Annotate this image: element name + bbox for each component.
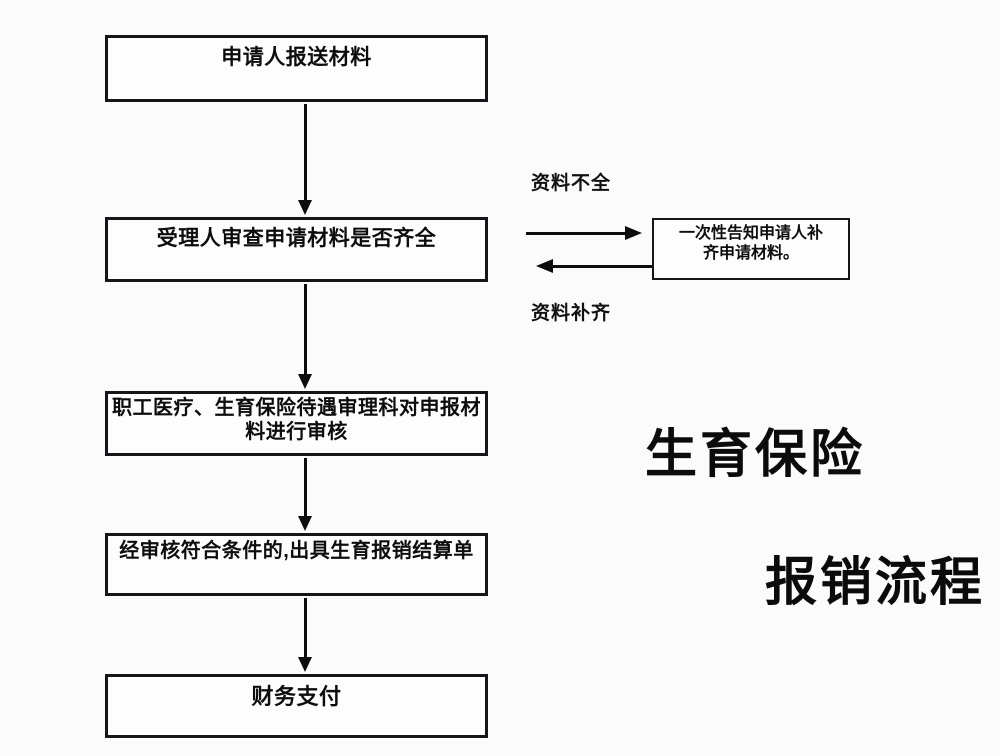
process-box-notify-label: 一次性告知申请人补 齐申请材料。: [678, 225, 823, 263]
arrow-down-icon-audit-to-settlement: [298, 458, 312, 531]
arrow-shaft: [551, 265, 652, 268]
process-box-settlement-label: 经审核符合条件的,出具生育报销结算单: [119, 540, 474, 562]
arrow-shaft: [304, 598, 307, 657]
arrow-head: [298, 374, 312, 389]
edge-label-supplemented: 资料补齐: [531, 303, 612, 324]
arrow-head: [625, 226, 642, 240]
process-box-settlement[interactable]: 经审核符合条件的,出具生育报销结算单: [105, 533, 488, 596]
arrow-right-icon-review-to-notify: [526, 226, 642, 240]
arrow-head: [298, 657, 312, 672]
arrow-shaft: [304, 458, 307, 516]
arrow-down-icon-submit-to-review: [298, 104, 312, 215]
process-box-notify[interactable]: 一次性告知申请人补 齐申请材料。: [652, 218, 850, 280]
arrow-shaft: [304, 284, 307, 374]
arrow-down-icon-review-to-audit: [298, 284, 312, 389]
process-box-payment-label: 财务支付: [251, 684, 342, 709]
arrow-shaft: [526, 232, 627, 235]
process-box-review-label: 受理人审查申请材料是否齐全: [156, 227, 437, 250]
arrow-down-icon-settlement-to-payment: [298, 598, 312, 672]
arrow-head: [536, 259, 553, 273]
process-box-submit[interactable]: 申请人报送材料: [105, 35, 488, 102]
page-title-line-2: 报销流程: [765, 554, 986, 612]
process-box-submit-label: 申请人报送材料: [221, 46, 372, 69]
arrow-head: [298, 200, 312, 215]
arrow-left-icon-notify-to-review: [536, 259, 652, 273]
process-box-payment[interactable]: 财务支付: [105, 674, 488, 738]
arrow-head: [298, 516, 312, 531]
page-title-line-1: 生育保险: [645, 426, 866, 484]
process-box-audit[interactable]: 职工医疗、生育保险待遇审理科对申报材 料进行审核: [105, 391, 488, 456]
process-box-review[interactable]: 受理人审查申请材料是否齐全: [105, 217, 488, 282]
edge-label-insufficient: 资料不全: [531, 173, 612, 194]
process-box-audit-label: 职工医疗、生育保险待遇审理科对申报材 料进行审核: [112, 397, 481, 443]
arrow-shaft: [304, 104, 307, 200]
